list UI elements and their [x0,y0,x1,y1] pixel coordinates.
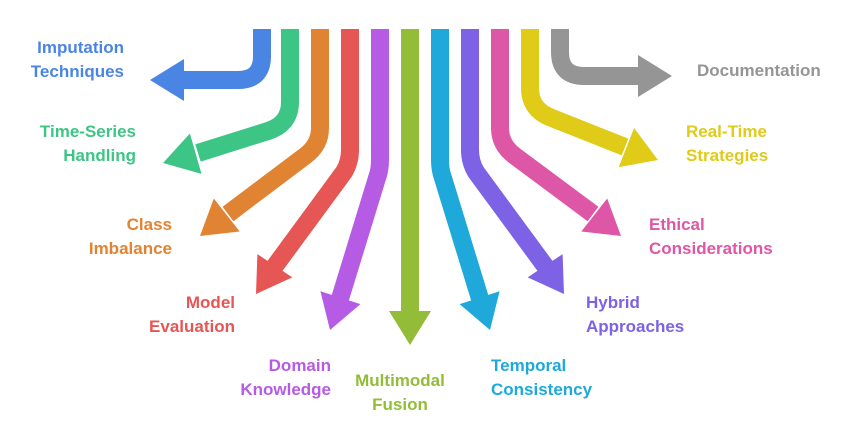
arrow-head-icon [618,128,658,168]
label-line: Time-Series [39,122,136,141]
label-time-series-handling: Time-Series Handling [10,120,136,168]
label-line: Documentation [697,61,821,80]
label-imputation-techniques: Imputation Techniques [10,36,124,84]
label-real-time-strategies: Real-Time Strategies [686,120,816,168]
label-domain-knowledge: Domain Knowledge [200,354,331,402]
label-line: Fusion [372,395,428,414]
arrow-imputation-techniques [150,29,271,101]
label-line: Multimodal [355,371,445,390]
label-line: Consistency [491,380,593,399]
arrow-shaft [431,29,490,305]
label-line: Temporal [491,356,567,375]
label-line: Real-Time [686,122,767,141]
label-line: Approaches [586,317,685,336]
label-line: Considerations [649,239,773,258]
arrow-hybrid-approaches [461,29,564,294]
arrow-head-icon [581,198,621,236]
arrow-shaft [184,29,271,89]
arrow-head-icon [150,59,184,101]
arrow-documentation [551,29,672,97]
arrow-shaft [330,29,389,305]
arrow-shaft [222,29,329,222]
label-line: Hybrid [586,293,640,312]
arrow-head-icon [459,291,500,330]
arrow-domain-knowledge [320,29,389,330]
label-line: Imputation [37,38,124,57]
arrow-head-icon [256,254,293,294]
label-line: Class [126,215,172,234]
label-ethical-considerations: Ethical Considerations [649,213,809,261]
label-temporal-consistency: Temporal Consistency [491,354,631,402]
label-documentation: Documentation [697,59,847,83]
label-line: Model [185,293,235,312]
arrow-temporal-consistency [431,29,500,330]
arrow-model-evaluation [256,29,359,294]
label-line: Techniques [30,62,124,81]
arrow-head-icon [389,311,431,345]
arrow-class-imbalance [200,29,329,236]
arrow-head-icon [527,254,564,294]
arrow-head-icon [638,55,672,97]
label-line: Ethical [649,215,705,234]
label-hybrid-approaches: Hybrid Approaches [586,291,726,339]
label-class-imbalance: Class Imbalance [40,213,172,261]
arrow-real-time-strategies [521,29,658,168]
arrow-head-icon [163,133,202,174]
arrow-shaft [551,29,640,85]
label-model-evaluation: Model Evaluation [100,291,235,339]
arrow-shaft [195,29,299,162]
label-line: Handling [63,146,136,165]
arrow-ethical-considerations [491,29,621,236]
arrow-shaft [521,29,629,156]
arrow-multimodal-fusion [389,29,431,345]
arrow-head-icon [200,198,240,236]
arrow-shaft [264,29,359,276]
label-line: Evaluation [149,317,235,336]
arrow-time-series-handling [163,29,299,174]
label-line: Imbalance [88,239,172,258]
arrow-shaft [491,29,599,222]
label-line: Strategies [686,146,769,165]
label-line: Knowledge [240,380,331,399]
arrow-shaft [461,29,556,276]
arrow-head-icon [320,291,361,330]
label-multimodal-fusion: Multimodal Fusion [340,369,460,417]
label-line: Domain [268,356,331,375]
